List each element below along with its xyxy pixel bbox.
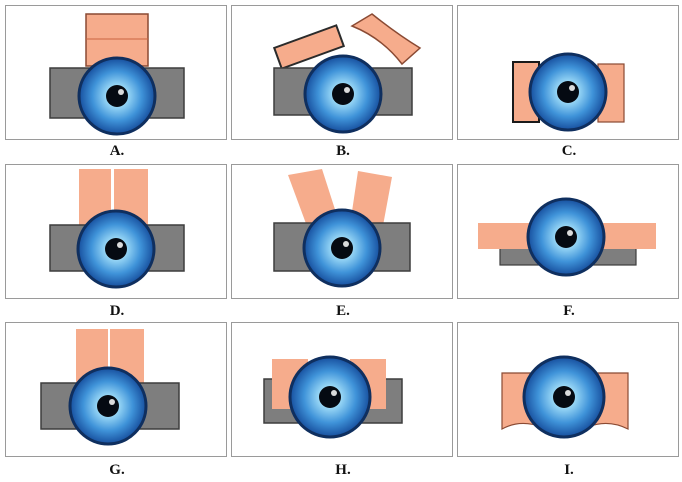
panel-d [5,164,227,299]
panel-h [231,322,453,457]
diagram-h [263,355,403,439]
label-h: H. [335,462,351,478]
label-g: G. [109,462,125,478]
pupil [555,226,577,248]
label-d: D. [109,303,125,319]
diagram-c [512,52,625,132]
pupil [331,237,353,259]
pupil [97,395,119,417]
pupil [332,83,354,105]
diagram-i [501,355,629,439]
panel-g [5,322,227,457]
diagram-f [478,197,656,277]
panel-a [5,5,227,140]
panel-e [231,164,453,299]
diagram-g [40,329,180,446]
pupil [553,386,575,408]
diagram-e [273,169,411,288]
diagram-a [49,13,185,136]
pupil [105,238,127,260]
pupil [557,81,579,103]
label-b: B. [336,143,350,159]
panel-i [457,322,679,457]
muscle-left [272,24,346,70]
panel-b [231,5,453,140]
muscle-right [350,13,422,66]
label-c: C. [561,143,577,159]
diagram-d [49,169,185,289]
diagram-b [272,13,422,134]
panel-c [457,5,679,140]
label-e: E. [336,303,350,319]
pupil [319,386,341,408]
pupil [106,85,128,107]
label-i: I. [564,462,574,478]
label-a: A. [109,143,125,159]
panel-f [457,164,679,299]
label-f: F. [563,303,575,319]
